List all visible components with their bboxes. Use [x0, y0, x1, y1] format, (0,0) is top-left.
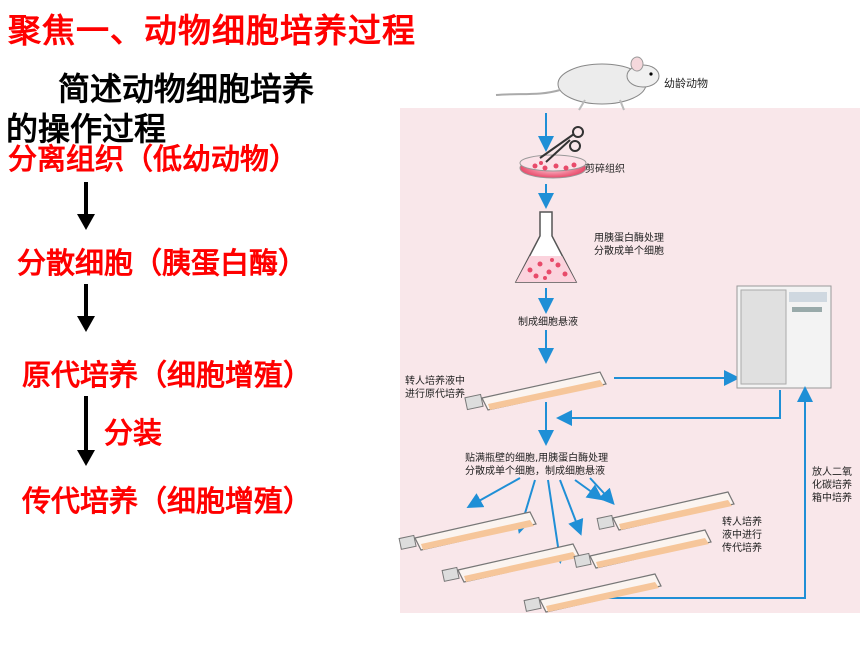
label-subculture-2: 液中进行: [722, 530, 762, 541]
flask-icon: [514, 211, 578, 283]
subculture-bottle-icon-5: [573, 529, 712, 569]
subculture-bottle-icon-3: [523, 573, 662, 613]
scissors-icon: [539, 126, 584, 163]
flow-arrow-1: [84, 182, 88, 218]
flow-step-separate-tissue: 分离组织（低幼动物）: [8, 142, 299, 176]
label-trypsin-1: 用胰蛋白酶处理: [594, 233, 664, 244]
label-trypsin-2: 分散成单个细胞: [594, 246, 664, 257]
flow-arrow-2: [84, 284, 88, 318]
label-co2-3: 箱中培养: [812, 493, 852, 504]
petri-dish-icon: [519, 154, 587, 179]
label-co2-1: 放人二氧: [812, 467, 852, 478]
fig-fanout-arrows: [466, 477, 615, 564]
flow-arrow-2-head: [77, 316, 95, 332]
flow-arrow-1-head: [77, 214, 95, 230]
flow-step-subculture: 传代培养（细胞增殖）: [22, 484, 313, 518]
label-co2-2: 化碳培养: [812, 480, 852, 491]
flow-arrow-3: [84, 396, 88, 452]
subtitle-line-2: 的操作过程: [6, 110, 167, 148]
flow-arrow-3-head: [77, 450, 95, 466]
mouse-icon: [495, 56, 660, 111]
flow-step-disperse-cells: 分散细胞（胰蛋白酶）: [17, 246, 308, 280]
label-wall-1: 贴满瓶壁的细胞,用胰蛋白酶处理: [465, 453, 609, 464]
primary-culture-bottle-icon: [464, 371, 607, 411]
label-primary-1: 转人培养液中: [405, 376, 465, 387]
fig-feedback-line: [556, 390, 781, 426]
label-subculture-3: 传代培养: [722, 543, 762, 554]
split-label: 分装: [104, 416, 163, 450]
label-primary-2: 进行原代培养: [405, 389, 465, 400]
subculture-bottle-icon-4: [596, 491, 735, 531]
incubator-icon: [736, 285, 832, 389]
page-title: 聚焦一、动物细胞培养过程: [8, 11, 416, 50]
label-young-animal: 幼龄动物: [664, 77, 708, 90]
subtitle-line-1: 简述动物细胞培养: [58, 70, 315, 108]
label-suspension: 制成细胞悬液: [518, 317, 578, 328]
label-mince-tissue: 剪碎组织: [585, 164, 625, 175]
label-subculture-1: 转人培养: [722, 517, 762, 528]
subculture-bottle-icon-2: [441, 543, 580, 583]
subculture-bottle-icon-1: [398, 511, 537, 551]
fig-return-line: [555, 386, 813, 599]
label-wall-2: 分散成单个细胞，制成细胞悬液: [465, 466, 605, 477]
flow-step-primary-culture: 原代培养（细胞增殖）: [22, 358, 313, 392]
